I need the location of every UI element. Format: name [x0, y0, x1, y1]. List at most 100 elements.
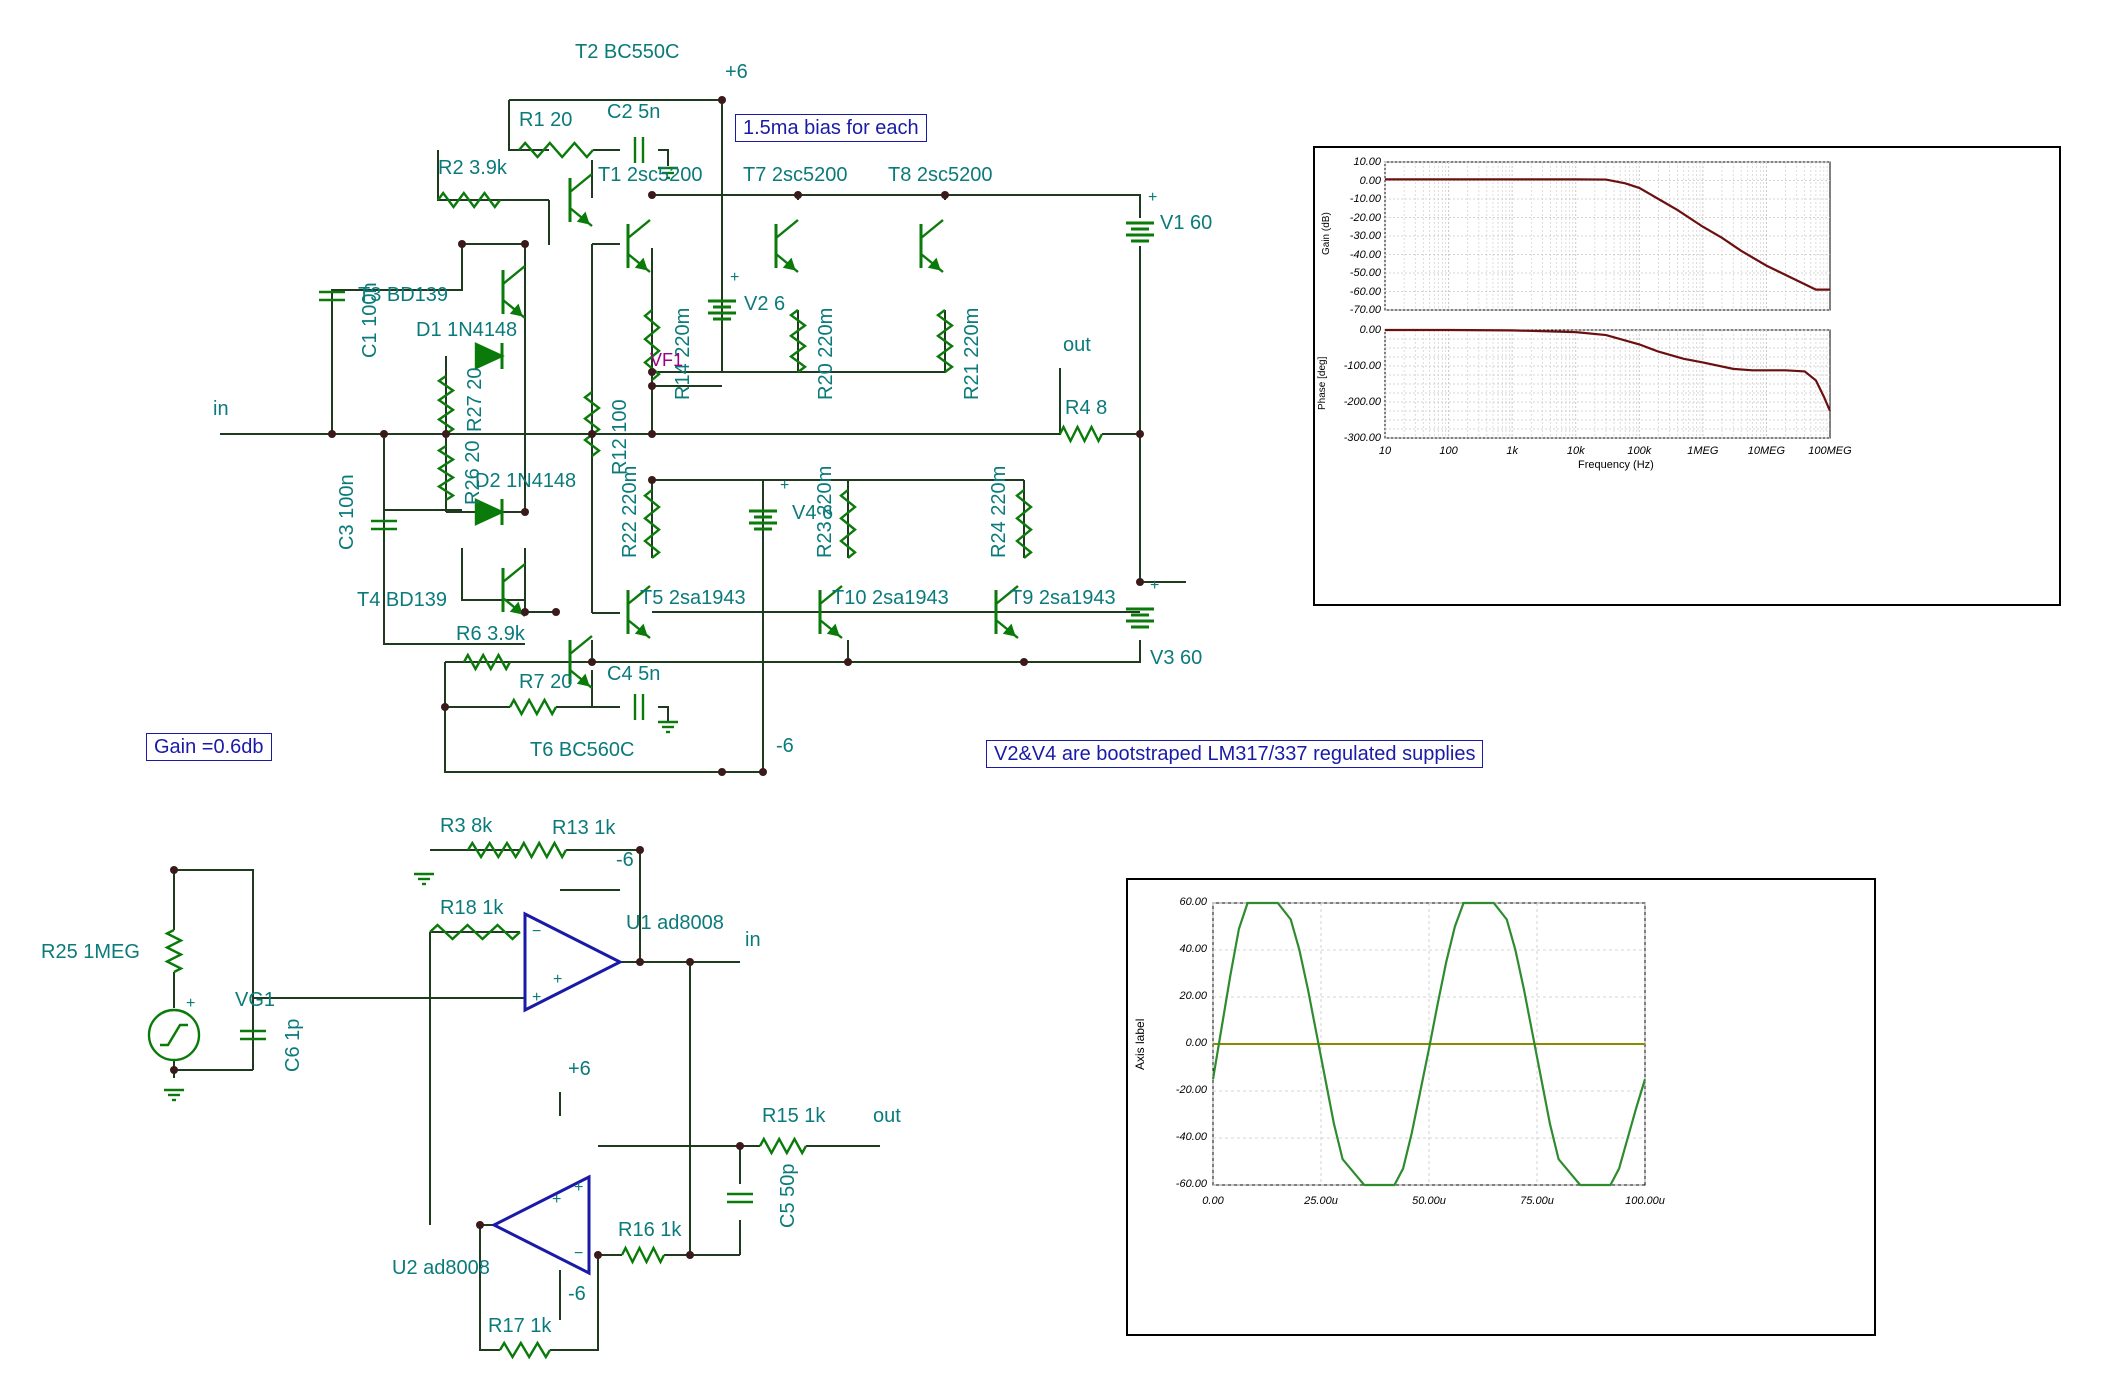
junction-dot — [442, 430, 450, 438]
label-v4: V4 6 — [792, 502, 834, 524]
label-r16: R16 1k — [618, 1219, 682, 1241]
transistor-t9 — [995, 585, 1019, 605]
label-t6: T6 BC560C — [530, 739, 635, 761]
junction-dot — [648, 368, 656, 376]
transient-y-tick-label: 0.00 — [1185, 1037, 1207, 1049]
label-r22: R22 220m — [619, 465, 641, 558]
label-r7: R7 20 — [519, 671, 573, 693]
transistor-t3 — [502, 265, 526, 285]
label-v1: V1 60 — [1160, 212, 1213, 234]
resistor-r21 — [935, 309, 955, 373]
resistor-r4 — [1058, 424, 1104, 444]
v1-plus-mark: + — [1148, 189, 1158, 206]
junction-dot — [759, 768, 767, 776]
junction-dot — [718, 96, 726, 104]
label-r27: R27 20 — [464, 367, 486, 433]
label-r17: R17 1k — [488, 1315, 552, 1337]
label-r25: R25 1MEG — [41, 941, 140, 963]
transient-x-tick-label: 50.00u — [1412, 1195, 1446, 1207]
transient-y-tick-label: -40.00 — [1175, 1131, 1207, 1143]
transistor-t1-arrow — [634, 257, 648, 271]
wire — [508, 100, 549, 151]
junction-dot — [648, 382, 656, 390]
junction-dot — [1020, 658, 1028, 666]
label-r20: R20 220m — [815, 307, 837, 400]
schematic-wires — [173, 99, 1186, 1351]
label-t10: T10 2sa1943 — [832, 587, 949, 609]
junction-dot — [521, 608, 529, 616]
gain-tick-label: -30.00 — [1349, 230, 1381, 242]
label-t8: T8 2sc5200 — [888, 164, 993, 186]
gain-tick-label: -20.00 — [1349, 211, 1381, 224]
junction-dot — [636, 846, 644, 854]
label-t9: T9 2sa1943 — [1010, 587, 1116, 609]
label-r24: R24 220m — [988, 465, 1010, 558]
resistor-r13 — [518, 840, 568, 860]
gain-tick-label: -10.00 — [1349, 193, 1381, 205]
note-supplies: V2&V4 are bootstraped LM317/337 regulate… — [986, 740, 1484, 768]
resistor-r24 — [1015, 489, 1033, 559]
resistor-r20 — [788, 309, 808, 373]
resistor-r3 — [466, 840, 522, 860]
label-r15: R15 1k — [762, 1105, 826, 1127]
label-t4: T4 BD139 — [357, 589, 448, 611]
gain-tick-label: -60.00 — [1349, 285, 1381, 298]
wire — [174, 869, 254, 1070]
label-minus6-u2: -6 — [568, 1283, 586, 1305]
note-gain: Gain =0.6db — [146, 733, 272, 761]
gain-tick-label: 10.00 — [1353, 156, 1381, 168]
label-c4: C4 5n — [607, 663, 661, 685]
junction-dot — [648, 191, 656, 199]
transistor-t1 — [627, 219, 651, 239]
phase-tick-label: -200.00 — [1343, 396, 1381, 408]
label-r1: R1 20 — [519, 109, 573, 131]
resistor-r26 — [436, 444, 456, 502]
transistor-t8 — [920, 219, 944, 239]
transistor-t5 — [627, 585, 651, 605]
transient-x-tick-label: 0.00 — [1202, 1195, 1224, 1207]
junction-dot — [458, 240, 466, 248]
transient-y-tick-label: -60.00 — [1175, 1178, 1207, 1190]
transistor-t7 — [775, 219, 799, 239]
signal-generator-vg1-wave — [160, 1023, 188, 1047]
junction-dot — [1136, 430, 1144, 438]
label-minus6-mid: -6 — [776, 735, 794, 757]
phase-tick-label: -300.00 — [1343, 432, 1381, 444]
note-bias: 1.5ma bias for each — [735, 114, 927, 142]
junction-dot — [441, 703, 449, 711]
transistor-t6 — [569, 635, 593, 655]
u1-minus-mark: − — [532, 923, 542, 940]
label-u2: U2 ad8008 — [392, 1257, 490, 1279]
junction-dot — [170, 1066, 178, 1074]
junction-dot — [521, 508, 529, 516]
transistor-t6-arrow — [576, 673, 590, 687]
gain-tick-label: -70.00 — [1349, 304, 1381, 316]
label-in-top: in — [213, 398, 229, 420]
frequency-tick-label: 100 — [1439, 445, 1458, 457]
label-r21: R21 220m — [961, 307, 983, 400]
junction-dot — [686, 1251, 694, 1259]
label-plus6-top: +6 — [725, 61, 748, 83]
junction-dot — [594, 1251, 602, 1259]
u1-plus-mark: + — [532, 989, 542, 1006]
wire — [598, 1145, 741, 1184]
frequency-tick-label: 100k — [1627, 445, 1652, 457]
resistor-r17 — [498, 1340, 552, 1360]
transistor-t5-arrow — [634, 623, 648, 637]
label-out-bottom: out — [873, 1105, 901, 1127]
junction-dot — [170, 866, 178, 874]
label-r18: R18 1k — [440, 897, 504, 919]
resistor-r7 — [508, 697, 558, 717]
junction-dot — [794, 191, 802, 199]
label-plus6-bottom: +6 — [568, 1058, 591, 1080]
u1-top-plus-mark: + — [553, 971, 563, 988]
label-v2: V2 6 — [744, 293, 786, 315]
label-r2: R2 3.9k — [438, 157, 507, 179]
resistor-r2 — [437, 190, 501, 210]
phase-tick-label: -100.00 — [1343, 360, 1381, 372]
label-c2: C2 5n — [607, 101, 661, 123]
label-t1: T1 2sc5200 — [598, 164, 703, 186]
transistor-t4-arrow — [509, 601, 523, 615]
transistor-t8-arrow — [927, 257, 941, 271]
label-c3: C3 100n — [336, 474, 358, 550]
